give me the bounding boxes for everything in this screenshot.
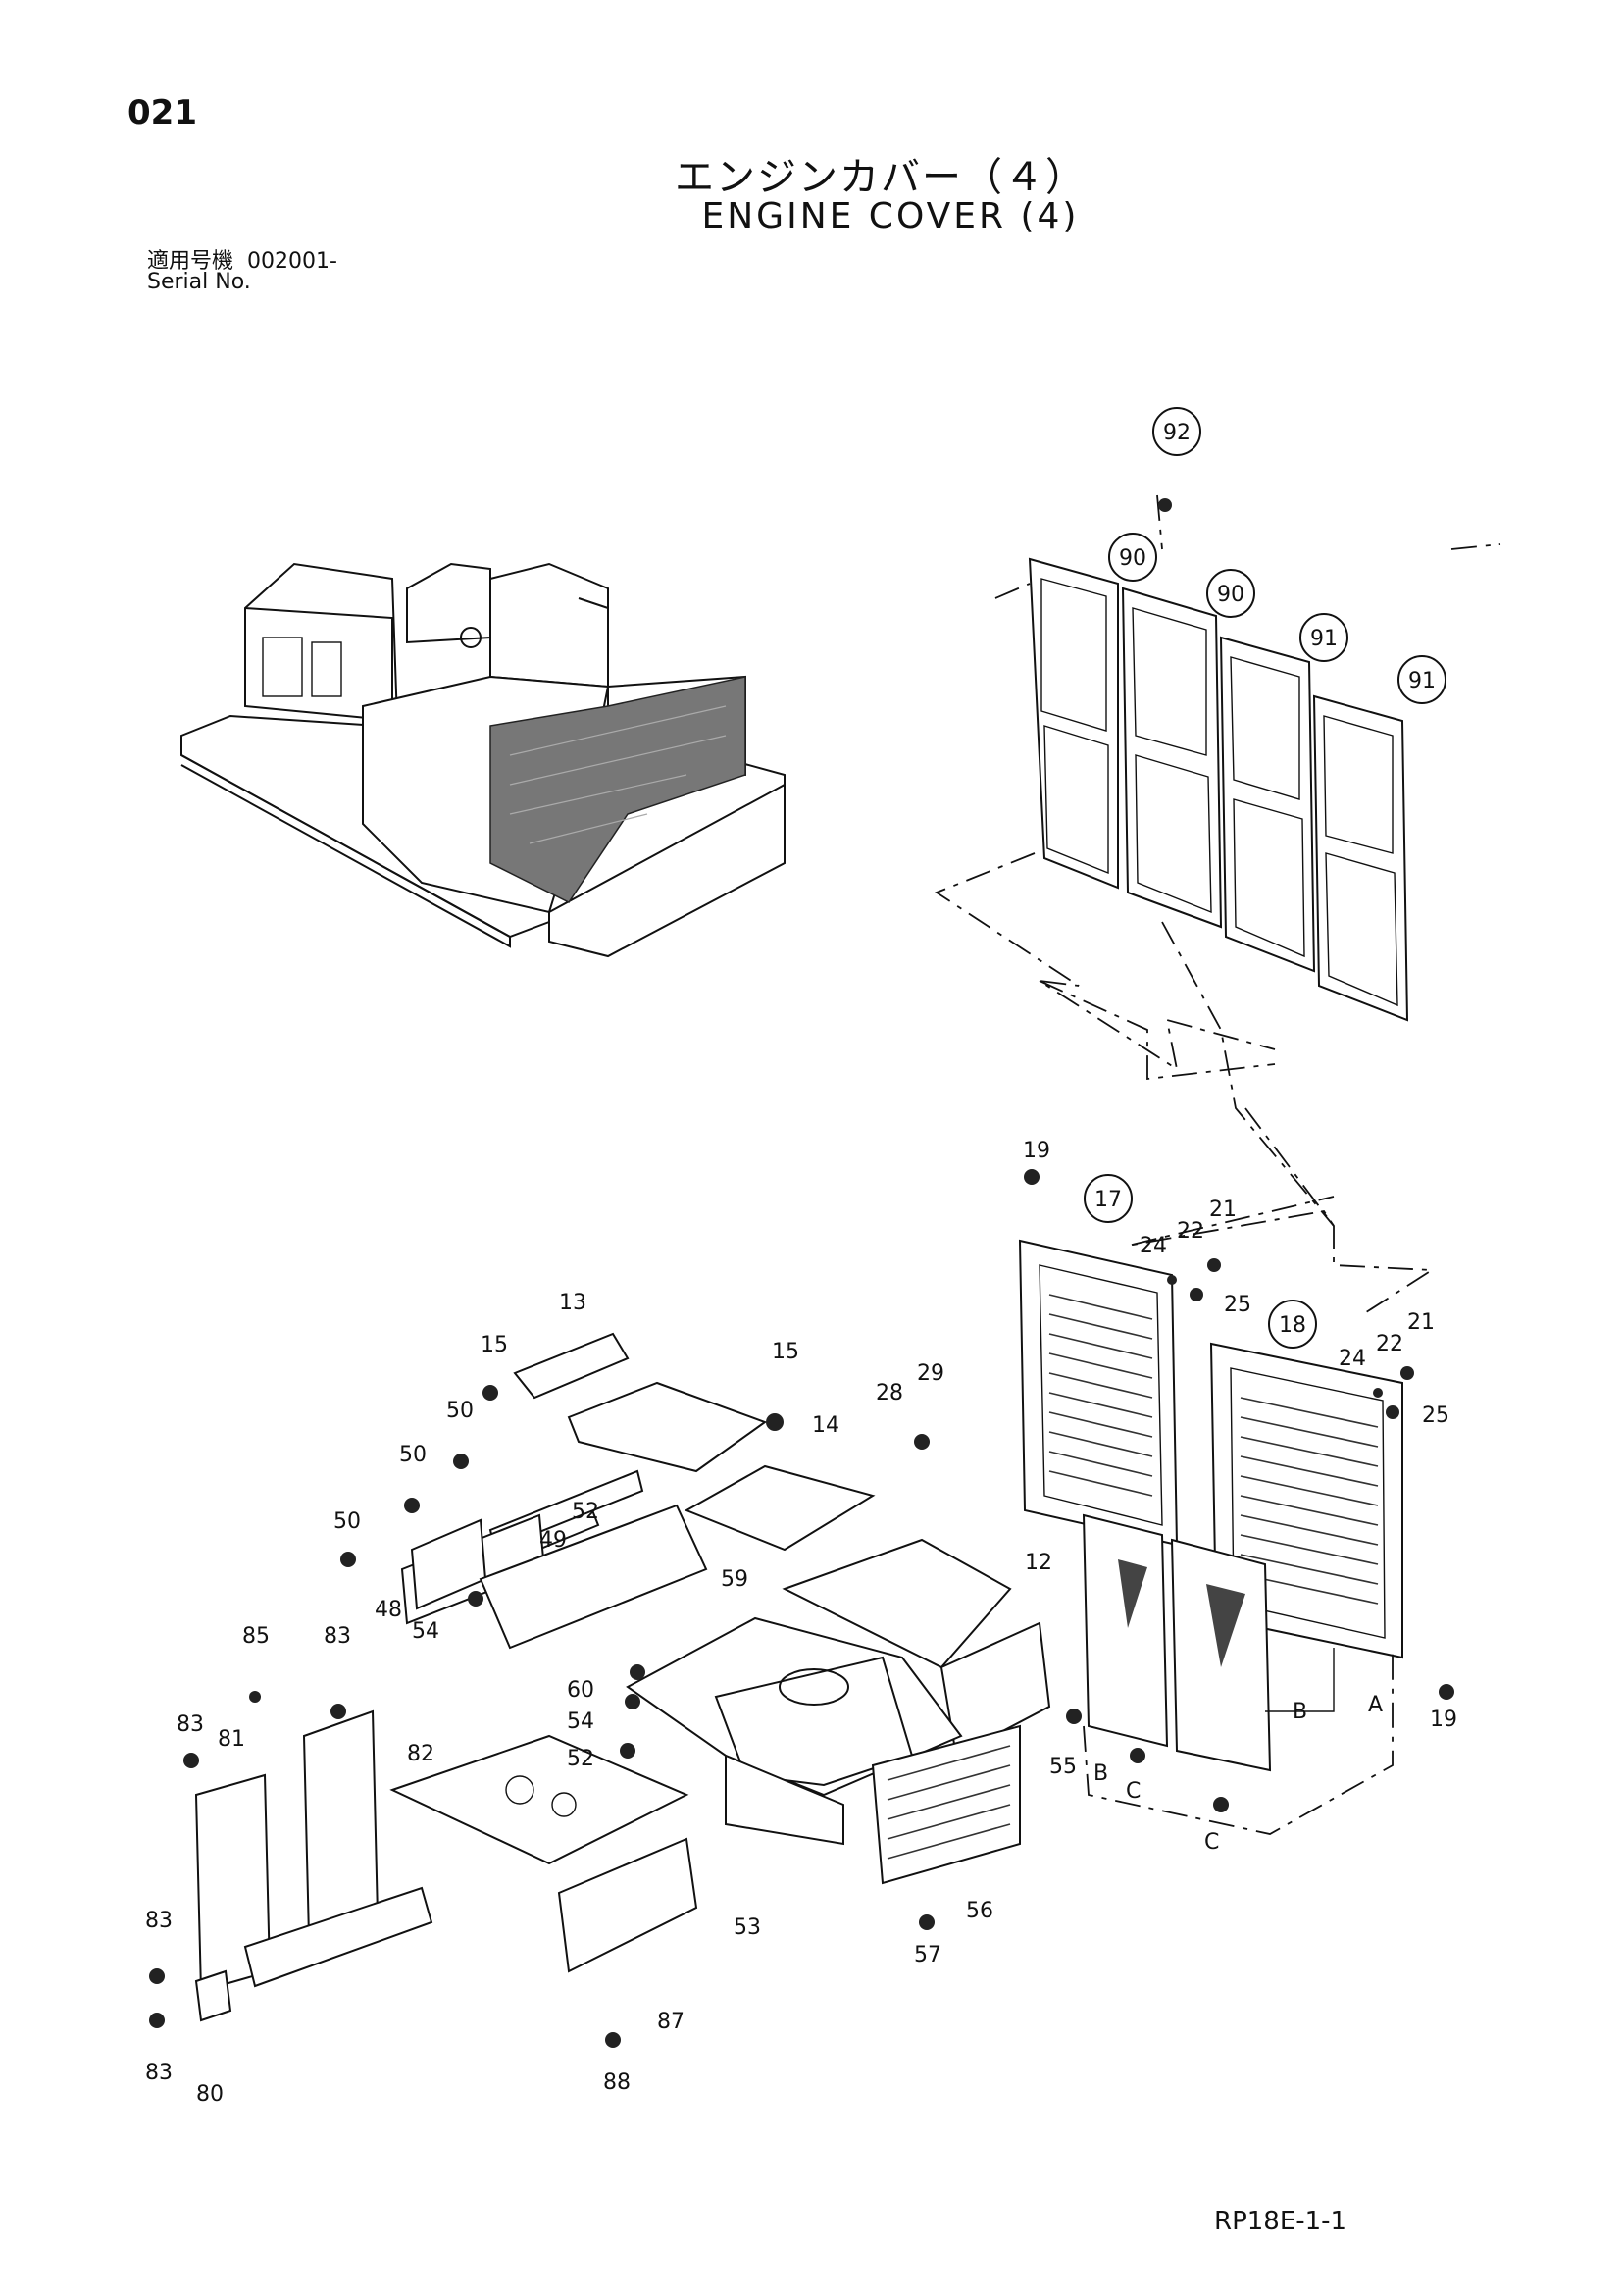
label-83-c: 83 — [145, 1909, 173, 1933]
label-80: 80 — [196, 2082, 224, 2107]
label-85: 85 — [242, 1624, 270, 1649]
label-88: 88 — [603, 2070, 631, 2095]
label-48: 48 — [375, 1598, 402, 1622]
label-53: 53 — [734, 1915, 761, 1940]
label-57: 57 — [914, 1943, 941, 1967]
label-15-a: 15 — [481, 1333, 508, 1357]
label-50-c: 50 — [333, 1509, 361, 1534]
label-C-2: C — [1204, 1830, 1219, 1855]
bolts — [149, 498, 1454, 2048]
callout-91-b: 91 — [1408, 669, 1436, 693]
page-title-japanese: エンジンカバー（４） — [675, 155, 1087, 200]
label-54-a: 54 — [412, 1619, 439, 1644]
leader-lines — [935, 852, 1435, 1315]
label-B-1: B — [1093, 1761, 1108, 1786]
label-50-b: 50 — [399, 1443, 427, 1467]
filter-panels — [1082, 1513, 1394, 1835]
callout-17: 17 — [1094, 1188, 1122, 1212]
label-59: 59 — [721, 1567, 748, 1592]
label-C-1: C — [1126, 1779, 1141, 1804]
machine-overview — [180, 562, 786, 958]
label-15-b: 15 — [772, 1340, 799, 1364]
part-number-labels: 19 21 22 24 25 21 22 24 25 13 15 15 28 2… — [145, 1139, 1457, 2107]
label-14: 14 — [812, 1413, 839, 1438]
callout-18: 18 — [1279, 1313, 1306, 1338]
page-title-english: ENGINE COVER (4) — [701, 196, 1080, 236]
callout-91-a: 91 — [1310, 627, 1338, 651]
label-83-d: 83 — [145, 2061, 173, 2085]
label-87: 87 — [657, 2010, 685, 2034]
callout-circles — [1084, 407, 1446, 1349]
label-60: 60 — [567, 1678, 594, 1703]
label-22-a: 22 — [1177, 1219, 1204, 1244]
label-81: 81 — [218, 1727, 245, 1752]
engine-cover-plates — [194, 1332, 1051, 2022]
label-13: 13 — [559, 1291, 586, 1315]
drawing-code: RP18E-1-1 — [1214, 2207, 1347, 2236]
label-29: 29 — [917, 1361, 944, 1386]
label-52-a: 52 — [572, 1500, 599, 1524]
label-28: 28 — [876, 1381, 903, 1405]
label-21-a: 21 — [1209, 1198, 1237, 1222]
label-83-b: 83 — [177, 1712, 204, 1737]
label-A: A — [1368, 1693, 1383, 1717]
label-56: 56 — [966, 1899, 993, 1923]
serial-label-japanese: 適用号機 002001- — [147, 243, 337, 275]
label-52-b: 52 — [567, 1747, 594, 1771]
label-49: 49 — [539, 1528, 567, 1553]
label-22-b: 22 — [1376, 1332, 1403, 1356]
serial-value: 002001- — [247, 249, 337, 274]
serial-label-english: Serial No. — [147, 270, 251, 294]
label-25-a: 25 — [1224, 1293, 1251, 1317]
label-50-a: 50 — [446, 1399, 474, 1423]
callout-90-b: 90 — [1217, 583, 1244, 607]
radiator-grille-17 — [1018, 1239, 1179, 1547]
label-19-b: 19 — [1430, 1708, 1457, 1732]
serial-label-jp-text: 適用号機 — [147, 249, 234, 274]
label-24-b: 24 — [1339, 1347, 1366, 1371]
label-B-2: B — [1293, 1700, 1307, 1724]
label-55: 55 — [1049, 1755, 1077, 1779]
label-25-b: 25 — [1422, 1403, 1449, 1428]
label-19-a: 19 — [1023, 1139, 1050, 1163]
callout-90-a: 90 — [1119, 546, 1146, 571]
label-82: 82 — [407, 1742, 434, 1766]
page-number: 021 — [127, 93, 197, 132]
label-54-b: 54 — [567, 1709, 594, 1734]
callout-92: 92 — [1163, 421, 1191, 445]
side-panels-90-91 — [994, 494, 1501, 1022]
label-83-a: 83 — [324, 1624, 351, 1649]
label-21-b: 21 — [1407, 1310, 1435, 1335]
label-24-a: 24 — [1140, 1234, 1167, 1258]
label-12: 12 — [1025, 1551, 1052, 1575]
